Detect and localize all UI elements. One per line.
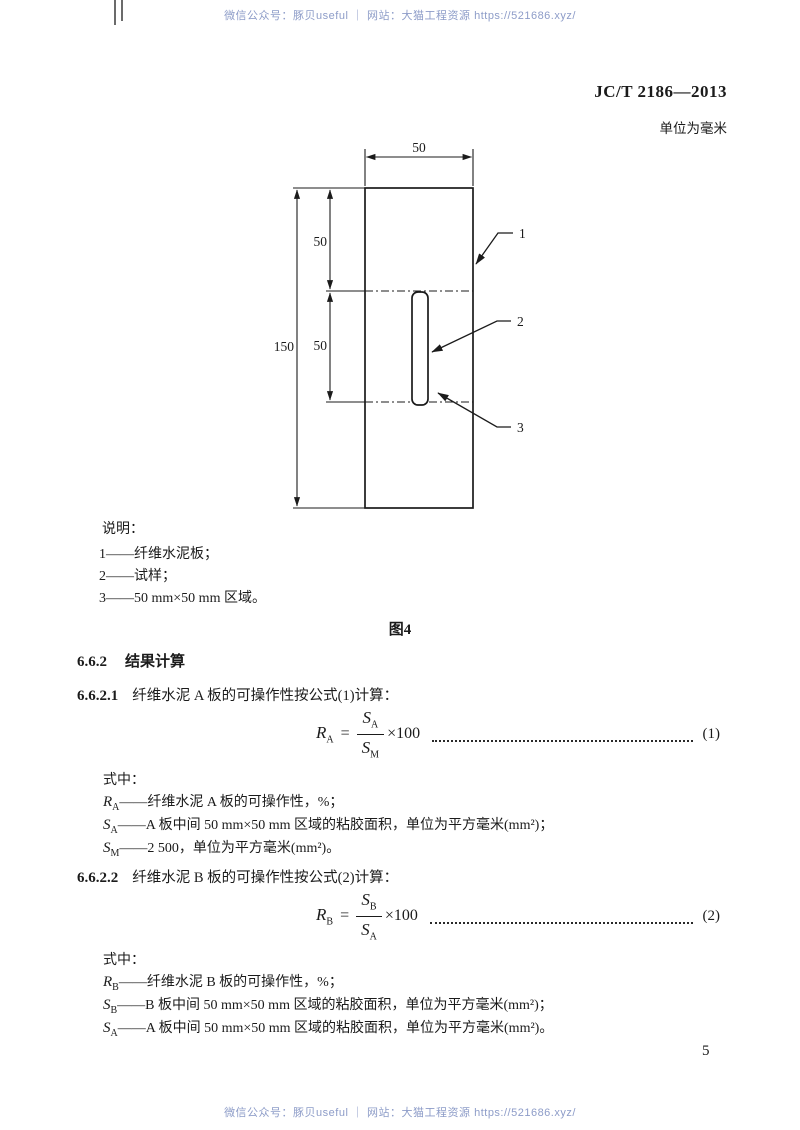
where-label-2: 式中： (103, 953, 145, 968)
dim-seg2-label: 50 (314, 338, 328, 353)
times-100: ×100 (387, 725, 421, 742)
symbol: SA (103, 1020, 118, 1039)
clause-number: 6.6.2.2 (77, 870, 119, 886)
formula2-fraction: SB SA (356, 889, 382, 944)
callout-2-leader (431, 320, 511, 353)
legend-item-1: 1——纤维水泥板； (99, 547, 218, 562)
standard-number: JC/T 2186—2013 (594, 82, 727, 101)
definition-row: SB——B 板中间 50 mm×50 mm 区域的粘胶面积，单位为平方毫米(mm… (103, 994, 553, 1016)
callout-1-leader (475, 232, 513, 265)
watermark-top: 微信公众号：豚贝useful ｜ 网站：大猫工程资源 https://52168… (224, 10, 576, 22)
legend-title: 说明： (102, 522, 144, 537)
callout-3-label: 3 (517, 420, 524, 435)
section-6-6-2-2: 6.6.2.2 纤维水泥 B 板的可操作性按公式(2)计算： (77, 866, 398, 887)
symbol-description: ——B 板中间 50 mm×50 mm 区域的粘胶面积，单位为平方毫米(mm²)… (117, 998, 553, 1013)
definition-row: SM——2 500，单位为平方毫米(mm²)。 (103, 837, 340, 859)
where-label-1: 式中： (103, 773, 145, 788)
unit-note: 单位为毫米 (659, 121, 728, 136)
figure-4-drawing: 50 150 50 50 1 2 3 (274, 140, 526, 509)
times-100: ×100 (384, 907, 418, 924)
section-number: 6.6.2 (77, 654, 107, 670)
clause-text: 纤维水泥 A 板的可操作性按公式(1)计算： (132, 688, 399, 704)
dim-150-label: 150 (274, 339, 295, 354)
equals-sign: = (340, 725, 350, 742)
symbol-description: ——纤维水泥 B 板的可操作性，%； (118, 975, 343, 990)
definition-row: SA——A 板中间 50 mm×50 mm 区域的粘胶面积，单位为平方毫米(mm… (103, 814, 553, 836)
symbol: SM (103, 840, 120, 859)
definition-row: RA——纤维水泥 A 板的可操作性，%； (103, 791, 343, 813)
symbol-description: ——A 板中间 50 mm×50 mm 区域的粘胶面积，单位为平方毫米(mm²)… (117, 1021, 554, 1036)
symbol-description: ——A 板中间 50 mm×50 mm 区域的粘胶面积，单位为平方毫米(mm²)… (117, 818, 554, 833)
figure-caption: 图4 (388, 622, 412, 638)
symbol: SB (103, 997, 118, 1016)
dot-leader (432, 740, 693, 742)
symbol-description: ——2 500，单位为平方毫米(mm²)。 (119, 841, 341, 856)
section-6-6-2-heading: 6.6.2 结果计算 (77, 650, 185, 671)
section-title: 结果计算 (125, 654, 186, 670)
symbol: RA (103, 794, 120, 813)
callout-2-label: 2 (517, 314, 524, 329)
legend-item-2: 2——试样； (99, 569, 176, 584)
equals-sign: = (340, 907, 350, 924)
formula-2: RB = SB SA ×100 (2) (316, 888, 720, 944)
legend-item-3: 3——50 mm×50 mm 区域。 (99, 591, 266, 606)
formula2-tag: (2) (702, 907, 721, 924)
fraction-numerator: SB (356, 889, 382, 917)
formula2-lhs: RB (316, 904, 334, 928)
symbol-description: ——纤维水泥 A 板的可操作性，%； (119, 795, 344, 810)
scan-artifact (121, 0, 123, 21)
clause-text: 纤维水泥 B 板的可操作性按公式(2)计算： (132, 870, 399, 886)
section-6-6-2-1: 6.6.2.1 纤维水泥 A 板的可操作性按公式(1)计算： (77, 684, 398, 705)
definition-row: RB——纤维水泥 B 板的可操作性，%； (103, 971, 343, 993)
page-number: 5 (702, 1043, 710, 1059)
dim-seg1-label: 50 (314, 234, 328, 249)
scan-artifact (114, 0, 116, 25)
formula1-tag: (1) (702, 725, 721, 742)
clause-number: 6.6.2.1 (77, 688, 119, 704)
fraction-numerator: SA (356, 707, 385, 735)
formula1-lhs: RA (316, 722, 334, 746)
dim-top-label: 50 (412, 140, 426, 155)
symbol: RB (103, 974, 119, 993)
symbol: SA (103, 817, 118, 836)
formula1-fraction: SA SM (356, 707, 385, 762)
dot-leader (429, 922, 693, 924)
fraction-denominator: SA (361, 920, 377, 943)
callout-3-leader (437, 392, 511, 428)
specimen-outline (411, 291, 429, 406)
callout-1-label: 1 (519, 226, 526, 241)
watermark-bottom: 微信公众号：豚贝useful ｜ 网站：大猫工程资源 https://52168… (224, 1107, 576, 1119)
fraction-denominator: SM (361, 738, 380, 761)
definition-row: SA——A 板中间 50 mm×50 mm 区域的粘胶面积，单位为平方毫米(mm… (103, 1017, 553, 1039)
formula-1: RA = SA SM ×100 (1) (316, 706, 720, 762)
